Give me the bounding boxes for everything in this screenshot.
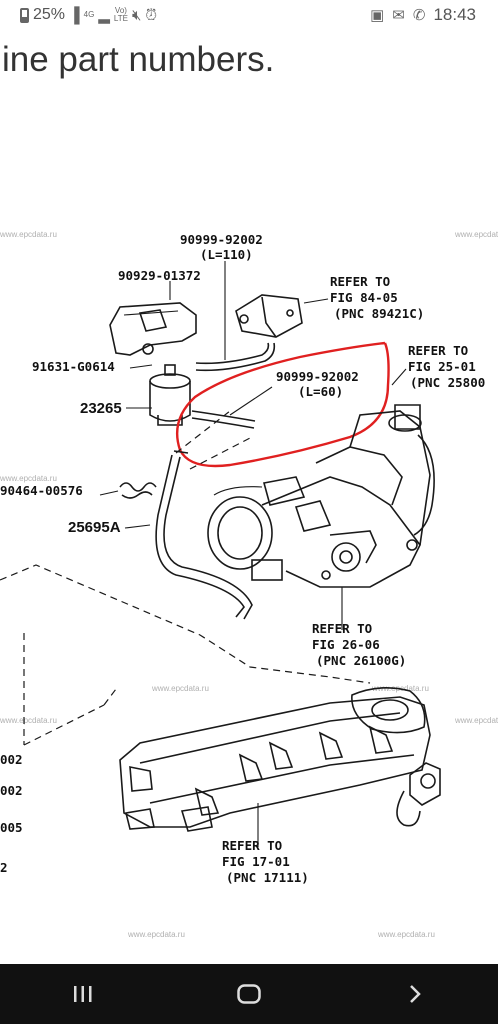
mail-icon: ✉ xyxy=(392,7,405,24)
label-clip-part: 90464-00576 xyxy=(0,483,83,498)
network-badge: 4G xyxy=(83,10,95,19)
watermark: www.epcdata.ru xyxy=(151,684,209,693)
ref-84-pnc: (PNC 89421C) xyxy=(334,306,424,321)
highlight-circle xyxy=(175,341,390,468)
status-left: 25% ▐ 4G ▂ Vo) LTE 🔇︎ ⏰︎ xyxy=(20,6,157,24)
home-button[interactable] xyxy=(219,969,279,1019)
leader-lines xyxy=(99,261,407,847)
ref-25-pnc: (PNC 25800 xyxy=(410,375,485,390)
clip-part xyxy=(119,482,157,499)
left-cut-label: 005 xyxy=(0,820,23,835)
label-hose-assy-part: 25695A xyxy=(68,519,121,536)
hose-assembly xyxy=(155,450,253,620)
watermark: www.epcdata.ru xyxy=(454,230,498,239)
hose-60 xyxy=(191,410,256,422)
alarm-icon: ⏰︎ xyxy=(145,6,158,24)
ref-25-refer: REFER TO xyxy=(408,343,468,358)
volte-badge: Vo) LTE xyxy=(114,7,128,23)
label-bracket-part: 90929-01372 xyxy=(118,268,201,283)
status-right: ▣ ✉ ✆ 18:43 xyxy=(370,5,476,25)
page-heading: ine part numbers. xyxy=(2,40,275,79)
label-hose-60-part: 90999-92002 xyxy=(276,369,359,384)
sensor-part xyxy=(235,294,303,338)
recents-icon xyxy=(74,986,92,1002)
watermark: www.epcdata.ru xyxy=(0,230,57,239)
ref-26-pnc: (PNC 26100G) xyxy=(316,653,406,668)
mute-icon: 🔇︎ xyxy=(131,6,142,24)
intake-manifold xyxy=(119,687,441,832)
label-hose-110-part: 90999-92002 xyxy=(180,232,263,247)
status-bar: 25% ▐ 4G ▂ Vo) LTE 🔇︎ ⏰︎ ▣ ✉ ✆ 18:43 xyxy=(0,0,498,34)
bracket-part xyxy=(109,302,197,356)
label-valve-part: 23265 xyxy=(80,400,122,417)
label-bolt-part: 91631-G0614 xyxy=(32,359,115,374)
status-time: 18:43 xyxy=(433,5,476,24)
back-icon xyxy=(410,985,421,1003)
parts-diagram[interactable]: www.epcdata.ru www.epcdata.ru www.epcdat… xyxy=(0,215,498,960)
parts-diagram-svg: www.epcdata.ru www.epcdata.ru www.epcdat… xyxy=(0,230,498,939)
signal-strength-icon: ▂ xyxy=(98,7,110,24)
label-hose-60-length: (L=60) xyxy=(298,384,343,399)
back-button[interactable] xyxy=(385,969,445,1019)
volte-line2: LTE xyxy=(113,14,128,23)
battery-icon xyxy=(20,7,29,23)
signal-icon: ▐ xyxy=(69,6,80,24)
recents-button[interactable] xyxy=(53,969,113,1019)
manifold-ports xyxy=(125,725,394,832)
reference-dashes xyxy=(0,410,371,746)
navigation-bar xyxy=(0,964,498,1024)
hose-110 xyxy=(195,342,270,365)
watermark: www.epcdata.ru xyxy=(127,930,185,939)
left-cut-label: 002 xyxy=(0,783,23,798)
throttle-body xyxy=(207,404,435,588)
home-icon xyxy=(237,984,261,1004)
ref-84-fig: FIG 84-05 xyxy=(330,290,398,305)
watermark: www.epcdata.ru xyxy=(0,474,57,483)
watermark: www.epcdata.ru xyxy=(0,716,57,725)
volte-line1: Vo) xyxy=(114,6,127,15)
ref-25-fig: FIG 25-01 xyxy=(408,359,476,374)
whatsapp-icon: ✆ xyxy=(412,7,426,24)
left-cut-label: 002 xyxy=(0,752,23,767)
label-hose-110-length: (L=110) xyxy=(200,247,253,262)
vsv-valve xyxy=(149,364,191,426)
cast-icon: ▣ xyxy=(370,7,385,24)
ref-17-fig: FIG 17-01 xyxy=(222,854,290,869)
left-cut-label: 2 xyxy=(0,860,8,875)
watermark: www.epcdata.ru xyxy=(454,716,498,725)
watermark: www.epcdata.ru xyxy=(377,930,435,939)
ref-17-pnc: (PNC 17111) xyxy=(226,870,309,885)
ref-26-fig: FIG 26-06 xyxy=(312,637,380,652)
battery-percent: 25% xyxy=(33,6,66,23)
ref-84-refer: REFER TO xyxy=(330,274,390,289)
ref-17-refer: REFER TO xyxy=(222,838,282,853)
